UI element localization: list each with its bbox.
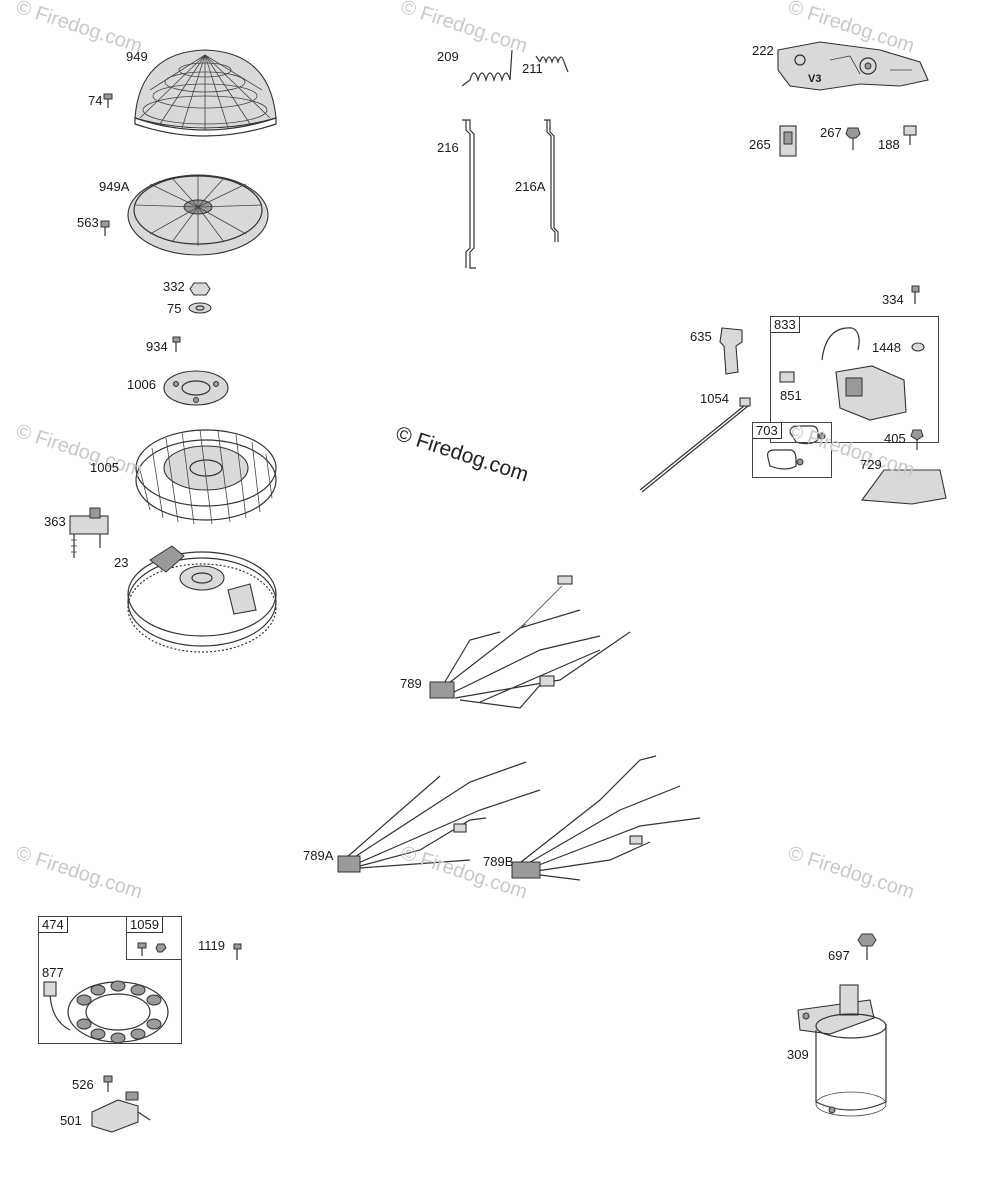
part-1005-flywheel-fan [135,429,277,525]
boxed-label-474: 474 [39,917,68,933]
callout-332: 332 [163,279,185,294]
part-789-wire-harness [429,575,631,709]
part-1448-washer [911,342,925,352]
part-877-stator [43,980,169,1044]
callout-949: 949 [126,49,148,64]
callout-729: 729 [860,457,882,472]
part-789a-wire-harness [337,761,541,873]
part-1059-hardware [137,942,167,956]
part-309-starter-motor [797,984,887,1117]
boxed-label-1059: 1059 [127,917,163,933]
callout-877: 877 [42,965,64,980]
callout-74: 74 [88,93,103,108]
frame-833-group [770,316,939,443]
callout-789: 789 [400,676,422,691]
part-209-spring [461,49,513,87]
frame-474-group [38,916,182,1044]
callout-934: 934 [146,339,168,354]
part-216-link [462,119,476,269]
part-75-washer [188,302,212,314]
part-74-bolt [103,93,113,108]
callout-501: 501 [60,1113,82,1128]
callout-526: 526 [72,1077,94,1092]
part-851-connector [779,371,795,383]
part-265-clip [779,125,797,157]
callout-265: 265 [749,137,771,152]
callout-1119: 1119 [198,938,225,953]
part-729-shield [860,469,947,505]
callout-23: 23 [114,555,129,570]
part-23-flywheel [127,545,277,653]
part-1119-screw [233,943,242,960]
part-526-screw [103,1075,113,1092]
callout-216: 216 [437,140,459,155]
callout-851: 851 [780,388,802,403]
callout-211: 211 [522,61,543,76]
part-211-spring [535,55,569,73]
boxed-label-703: 703 [753,423,782,439]
part-1054-cable-tie [639,397,751,493]
callout-v3: V3 [808,73,822,85]
callout-334: 334 [882,292,904,307]
callout-1054: 1054 [700,391,729,406]
part-934-screw [172,336,181,352]
callout-1005: 1005 [90,460,119,475]
part-222-control-bracket [777,41,929,91]
callout-267: 267 [820,125,842,140]
callout-75: 75 [167,301,182,316]
part-267-screw [845,127,861,150]
part-363-bracket [69,507,109,558]
callout-405: 405 [884,431,906,446]
part-949a-rotating-screen [127,174,269,256]
frame-703-group [752,422,832,478]
callout-563: 563 [77,215,99,230]
part-216a-link [544,119,559,242]
part-563-bolt [100,220,110,236]
part-405-screw [910,429,924,450]
callout-363: 363 [44,514,66,529]
callout-209: 209 [437,49,459,64]
part-332-nut [189,282,211,296]
boxed-label-833: 833 [771,317,800,333]
callout-222: 222 [752,43,774,58]
part-1006-fan-retainer [163,370,229,406]
part-789b-wire-harness [511,755,701,881]
callout-789a: 789A [303,848,334,863]
callout-309: 309 [787,1047,809,1062]
callout-188: 188 [878,137,900,152]
callout-949a: 949A [99,179,130,194]
callout-1448: 1448 [872,340,901,355]
part-703-clamps [767,425,826,470]
callout-635: 635 [690,329,712,344]
part-833-armature [821,327,907,421]
callout-216a: 216A [515,179,546,194]
callout-789b: 789B [483,854,514,869]
part-697-screw [857,933,877,960]
part-635-plug-boot [719,327,743,375]
callout-1006: 1006 [127,377,156,392]
frame-1059-group [126,916,182,960]
part-334-screw [911,285,920,304]
part-188-screw [903,125,917,145]
callout-697: 697 [828,948,850,963]
part-501-regulator [91,1091,151,1133]
part-949-blower-screen [134,49,277,137]
